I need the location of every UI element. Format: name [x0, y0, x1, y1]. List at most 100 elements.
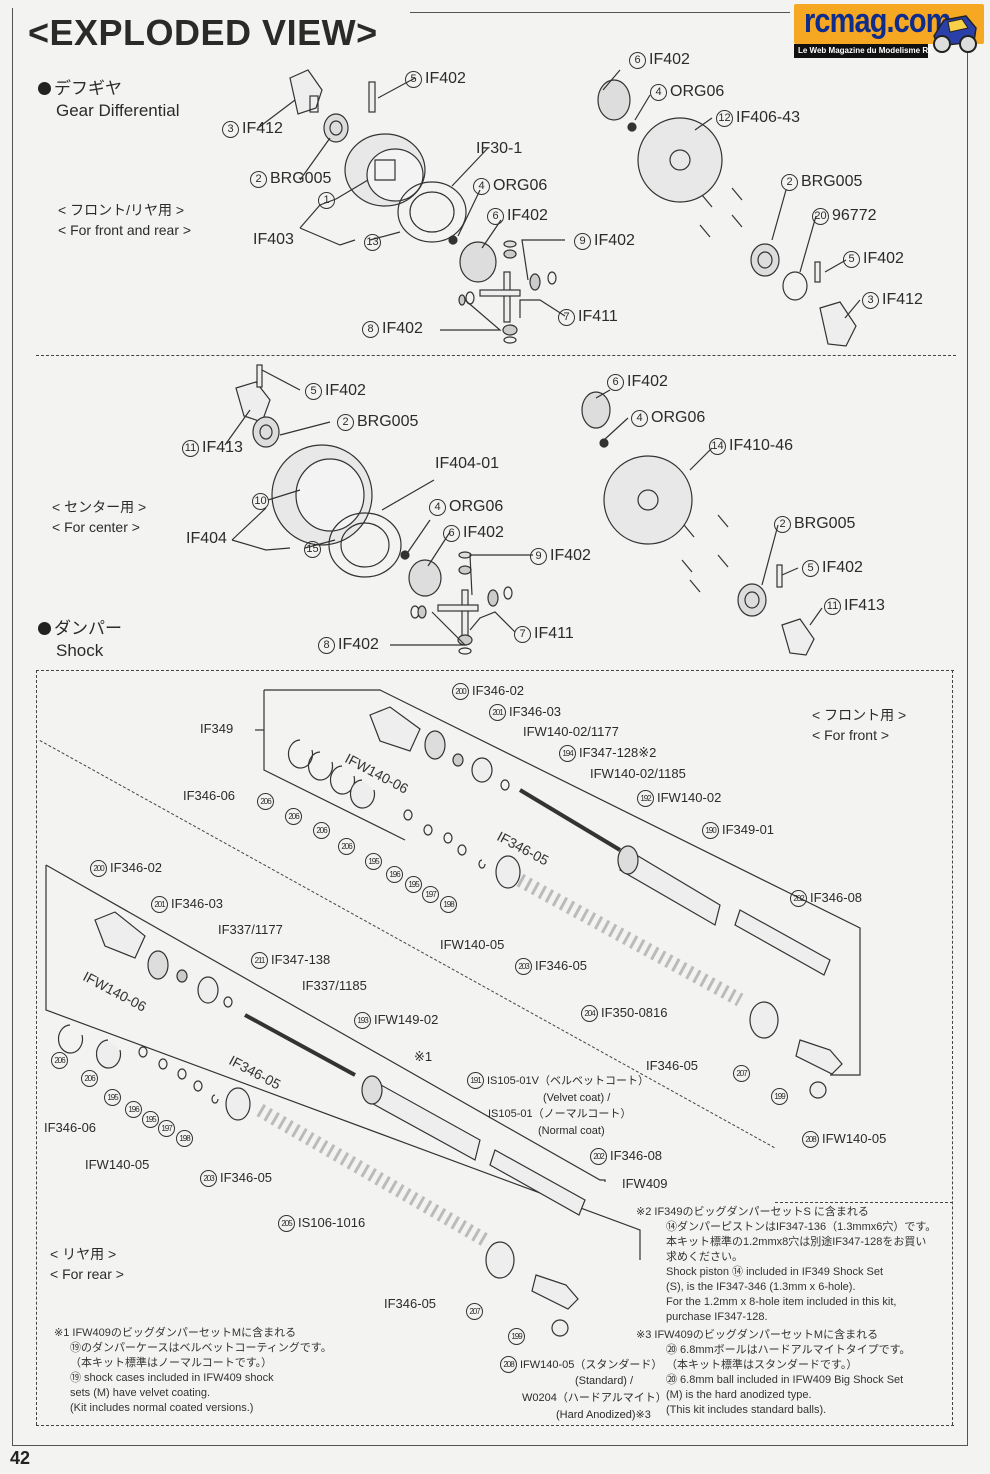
shock-cap-icon — [369, 706, 421, 752]
cross-shaft-icon — [479, 271, 521, 323]
sub-jp: < センター用 > — [52, 499, 147, 515]
label-is105-01: IS105-01（ノーマルコート） — [488, 1108, 632, 1120]
callout-if404: IF404 — [186, 530, 227, 547]
sub-en: < For front > — [812, 727, 890, 743]
shim-icon — [782, 271, 808, 301]
spur-gear-icon — [637, 117, 723, 203]
outdrive-cup-icon — [289, 69, 323, 115]
o-ring-icon — [448, 235, 458, 245]
callout-196: 196 — [125, 1101, 142, 1118]
callout-196: 196 — [386, 866, 403, 883]
shock-box-bottom — [36, 1425, 954, 1426]
label-standard: (Standard) / — [575, 1375, 634, 1387]
clip-icon — [287, 739, 376, 809]
sub-en: < For rear > — [50, 1266, 124, 1282]
center-subheading: < センター用 > < For center > — [52, 497, 146, 537]
front-rear-subheading: < フロント/リヤ用 > < For front and rear > — [58, 200, 191, 240]
label-if346-05-rear: IF346-05 — [384, 1296, 437, 1311]
rod-end-icon — [795, 1039, 843, 1075]
heading-en: Shock — [56, 641, 104, 660]
callout-15: 15 — [304, 540, 324, 558]
heading-jp: ダンパー — [54, 619, 122, 638]
outdrive-cup-icon — [819, 301, 857, 347]
spur-gear-small-icon — [581, 391, 611, 429]
callout-197: 197 — [158, 1120, 175, 1137]
label-ifw140-05-rear: IFW140-05 — [85, 1157, 150, 1172]
spring-icon — [516, 873, 744, 1007]
bearing-icon — [323, 113, 349, 143]
note-2: ※2 IF349のビッグダンパーセットS に含まれる ⑭ダンパーピストンはIF3… — [636, 1206, 937, 1323]
callout-195: 195 — [104, 1089, 121, 1106]
page-frame — [12, 8, 968, 1446]
callout-195: 195 — [365, 853, 382, 870]
shock-box-right — [952, 670, 953, 1425]
callout-198: 198 — [440, 896, 457, 913]
shock-box-top — [36, 670, 954, 671]
note-1: ※1 IFW409のビッグダンパーセットMに含まれる ⑲のダンパーケースはベルベ… — [54, 1327, 332, 1414]
bevel-gear-icon — [459, 241, 497, 283]
callout-if404-01: IF404-01 — [435, 455, 500, 472]
screw-icon — [699, 187, 743, 238]
shock-heading: ダンパー Shock — [38, 618, 122, 662]
callout-206: 206 — [313, 822, 330, 839]
note-3: ※3 IFW409のビッグダンパーセットMに含まれる ⑳ 6.8mmボールはハー… — [636, 1329, 911, 1416]
bearing-icon — [252, 416, 280, 448]
shock-boot-icon — [734, 909, 831, 976]
callout-195: 195 — [405, 876, 422, 893]
label-w0204: W0204（ハードアルマイト） — [522, 1392, 667, 1404]
sub-jp: < フロント/リヤ用 > — [58, 202, 185, 218]
callout-1: 1 — [318, 191, 338, 209]
rcmag-logo[interactable]: rcmag.com Le Web Magazine du Modelisme R… — [788, 2, 984, 60]
page-title: <EXPLODED VIEW> — [28, 12, 378, 53]
callout-206: 206 — [51, 1052, 68, 1069]
label-ifw140-02-1185: IFW140-02/1185 — [590, 766, 686, 781]
label-if349: IF349 — [200, 721, 234, 736]
callout-207: 207 — [733, 1065, 750, 1082]
callout-195: 195 — [142, 1111, 159, 1128]
bearing-icon — [750, 243, 780, 277]
spur-gear-small-icon — [597, 79, 631, 121]
rear-subheading: < リヤ用 > < For rear > — [50, 1244, 124, 1284]
heading-jp: デフギヤ — [54, 79, 122, 98]
label-ifw409: IFW409 — [622, 1176, 668, 1191]
bevel-gear-icon — [408, 559, 442, 597]
callout-206: 206 — [257, 793, 274, 810]
shock-divider-end — [775, 1202, 953, 1203]
label-if346-06-front: IF346-06 — [183, 788, 236, 803]
callout-10: 10 — [252, 492, 272, 510]
sub-jp: < フロント用 > — [812, 707, 907, 723]
callout-206: 206 — [81, 1070, 98, 1087]
label-normal-coat: (Normal coat) — [538, 1125, 605, 1137]
shock-cap-icon — [94, 911, 146, 959]
spring-icon — [256, 1103, 489, 1247]
pin-icon — [368, 81, 376, 113]
callout-198: 198 — [176, 1130, 193, 1147]
